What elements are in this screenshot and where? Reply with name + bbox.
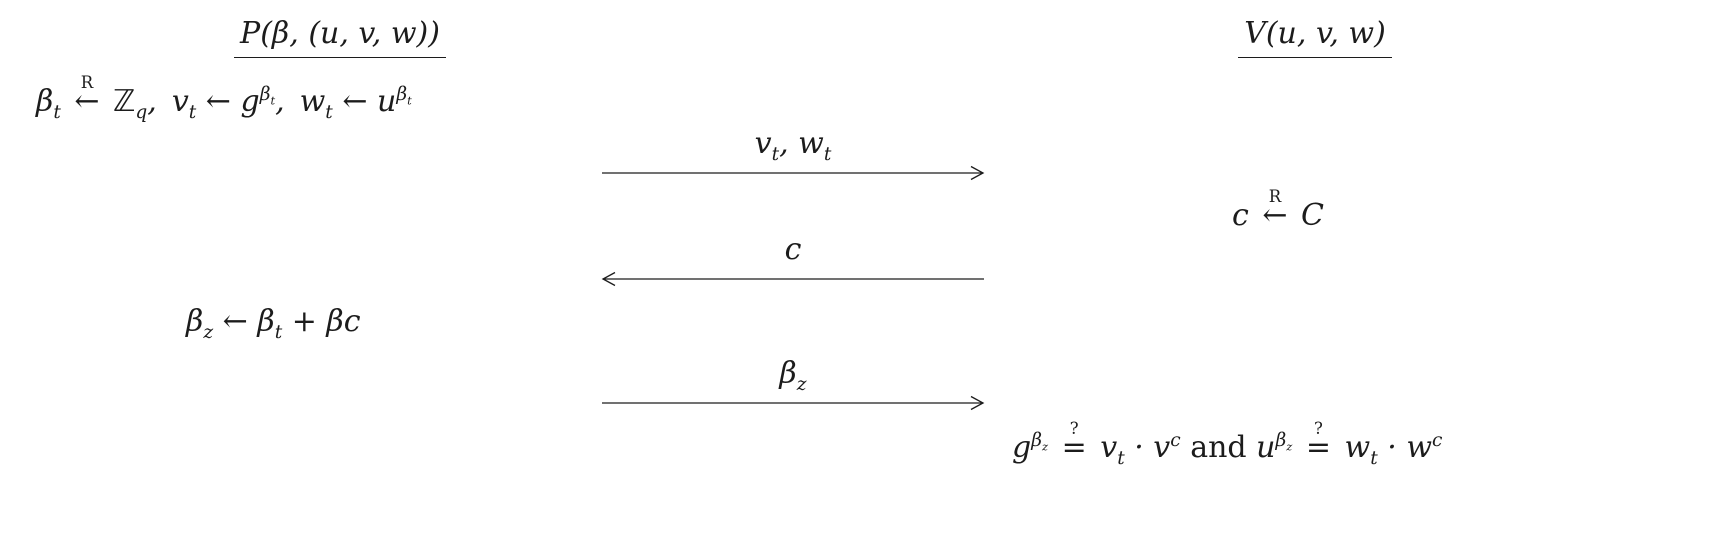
message-challenge: c xyxy=(600,232,986,287)
verifier-header: V(u, v, w) xyxy=(1238,16,1392,58)
prover-column-header: P(β, (u, v, w)) xyxy=(175,16,505,58)
message-response: βz xyxy=(600,356,986,411)
message-commitment-label: vt, wt xyxy=(754,126,832,165)
arrow-right-icon xyxy=(602,165,985,181)
prover-header: P(β, (u, v, w)) xyxy=(234,16,446,58)
verifier-column-header: V(u, v, w) xyxy=(1200,16,1430,58)
arrow-left-icon xyxy=(601,271,984,287)
prover-step-commit: βt R← ℤq, vt ← gβt, wt ← uβt xyxy=(36,72,412,123)
message-response-label: βz xyxy=(779,356,807,395)
verifier-step-challenge: c R← C xyxy=(1232,186,1324,233)
message-challenge-label: c xyxy=(784,232,802,267)
arrow-right-icon xyxy=(602,395,985,411)
prover-step-response: βz ← βt + βc xyxy=(186,304,361,343)
message-commitment: vt, wt xyxy=(600,126,986,181)
verifier-step-verify: gβz ?= vt · vc and uβz ?= wt · wc xyxy=(1012,418,1443,469)
